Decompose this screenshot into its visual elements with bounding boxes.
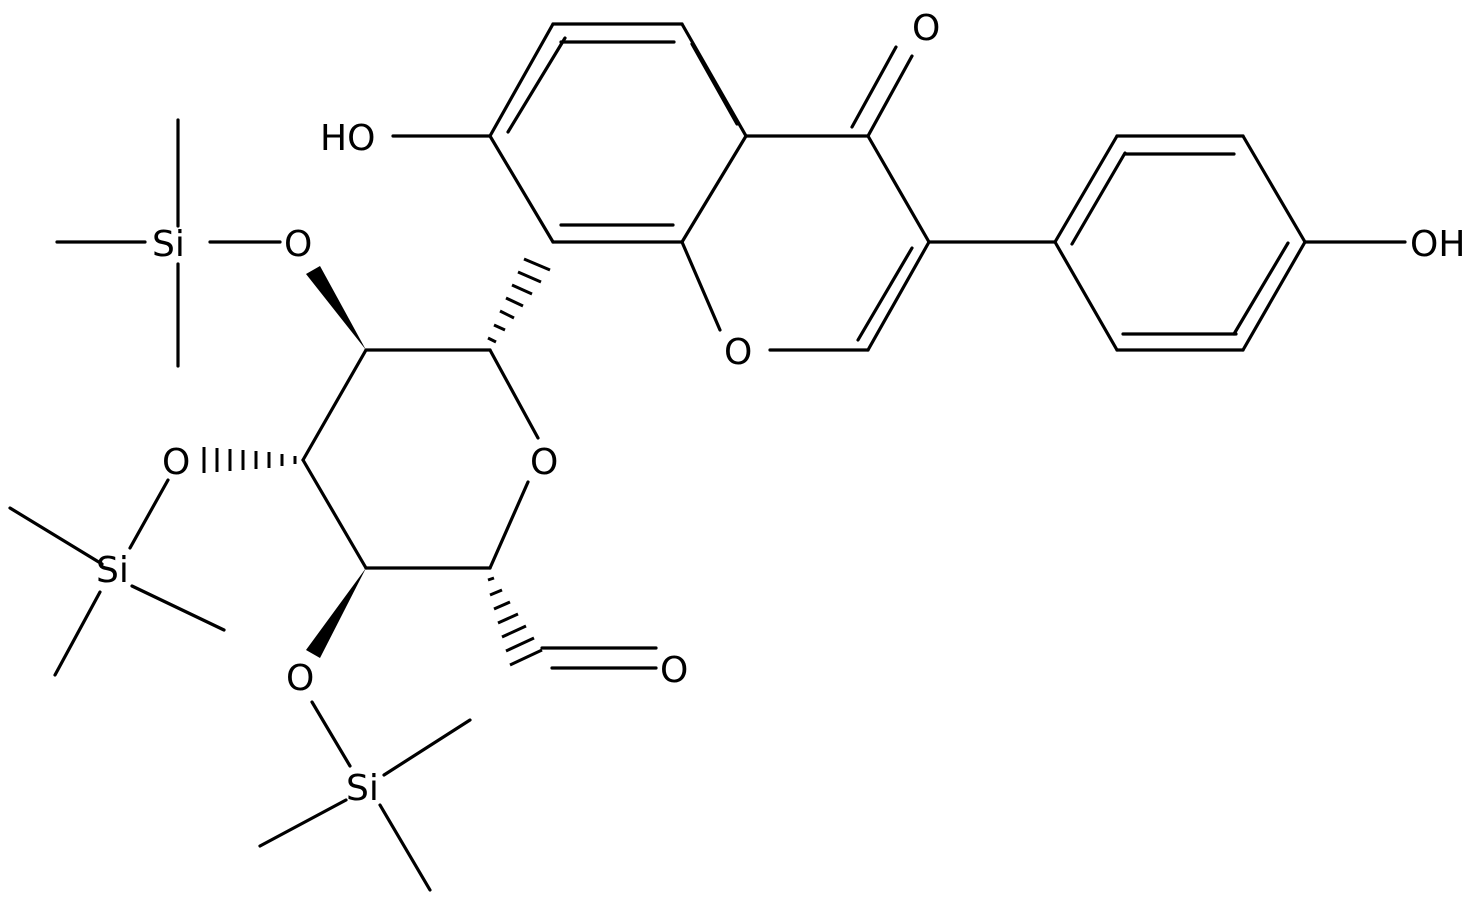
oxygen-top-label: O [284, 224, 312, 265]
silicon-bottom-label: Si [346, 768, 379, 809]
tms-group-mid [8, 478, 226, 677]
pyranone-ring [680, 134, 931, 352]
sugar-ring [301, 348, 540, 570]
tms-group-bottom [258, 700, 472, 892]
sugar-ring-oxygen-label: O [530, 442, 558, 483]
wedge-bonds [306, 266, 366, 658]
silicon-top-label: Si [152, 224, 185, 265]
aldehyde-bond [540, 646, 658, 670]
aldehyde-oxygen-label: O [660, 650, 688, 691]
silicon-mid-label: Si [96, 550, 129, 591]
hydroxyl-right-label: OH [1410, 224, 1465, 265]
ketone-oxygen-label: O [912, 8, 940, 49]
oxygen-mid-label: O [162, 442, 190, 483]
benzo-ring [488, 22, 748, 244]
phenyl-ring [927, 134, 1407, 352]
pyran-oxygen-label: O [724, 332, 752, 373]
ketone-bond [850, 45, 914, 138]
oxygen-bottom-label: O [286, 658, 314, 699]
hashed-wedge-bonds [202, 257, 551, 667]
tms-group-top [55, 118, 282, 368]
hydroxyl-left-label: HO [320, 118, 375, 159]
